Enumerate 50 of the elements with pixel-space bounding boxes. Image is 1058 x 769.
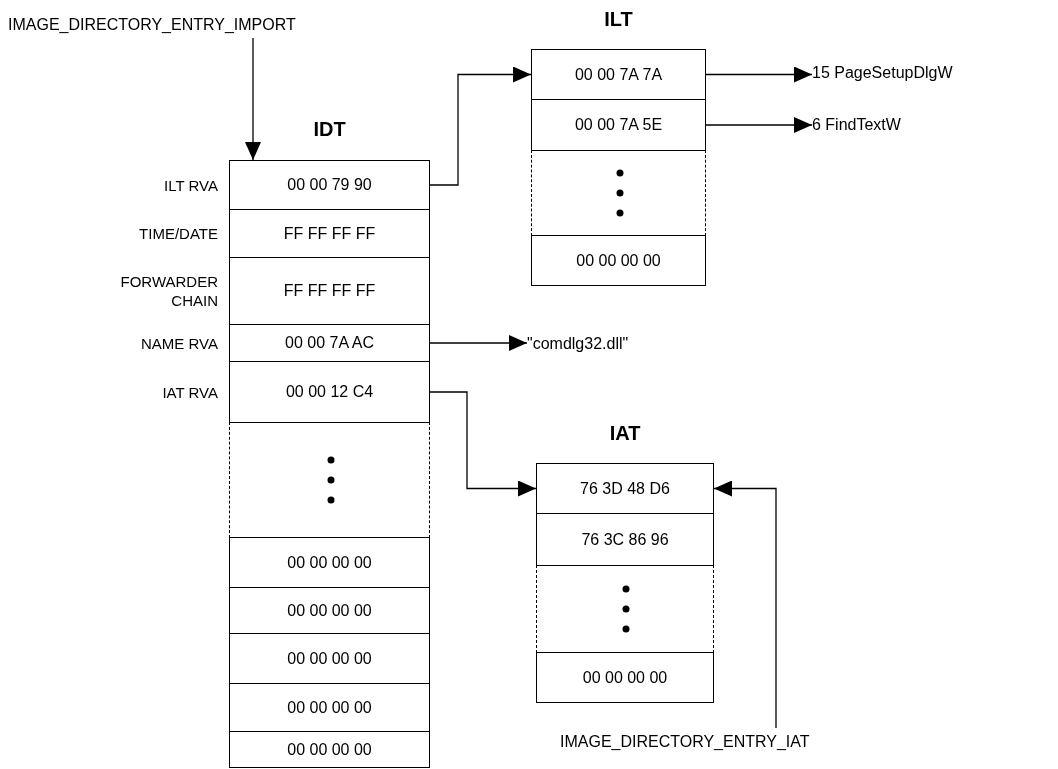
table-cell	[229, 731, 430, 768]
pointer-label: IMAGE_DIRECTORY_ENTRY_IMPORT	[8, 12, 458, 38]
row-label: ILT RVA	[163, 175, 218, 195]
table-cell	[531, 49, 706, 100]
cell-value: 00 00 7A 5E	[574, 116, 663, 134]
cell-value: 00 00 00 00	[287, 601, 372, 620]
table-cell	[536, 513, 714, 566]
table-cell	[229, 537, 430, 588]
table-cell	[229, 633, 430, 684]
cell-value: 00 00 7A AC	[285, 334, 374, 352]
cell-value: 00 00 7A 7A	[574, 65, 663, 84]
pointer-label: IMAGE_DIRECTORY_ENTRY_IAT	[560, 728, 950, 756]
arrow	[429, 391, 537, 497]
arrow	[245, 37, 261, 161]
cell-value: 00 00 00 00	[582, 668, 668, 687]
cell-value: 00 00 00 00	[287, 698, 372, 717]
table-cell	[229, 683, 430, 732]
cell-value: 00 00 79 90	[287, 176, 372, 194]
row-label: FORWARDER CHAIN	[119, 272, 218, 310]
cell-value: FF FF FF FF	[283, 282, 376, 300]
table-cell	[536, 463, 714, 514]
arrow	[705, 66, 813, 83]
omitted-entries-box	[229, 422, 430, 538]
table-heading: ILT	[603, 8, 634, 31]
arrow	[713, 480, 777, 729]
arrow	[429, 66, 532, 186]
cell-value: 76 3D 48 D6	[580, 479, 670, 498]
cell-value: 76 3C 86 96	[581, 530, 669, 549]
table-cell	[229, 587, 430, 634]
row-label: TIME/DATE	[138, 224, 218, 243]
table-cell	[536, 652, 714, 703]
cell-value: 00 00 00 00	[287, 740, 372, 759]
cell-value: 00 00 00 00	[576, 251, 661, 270]
pointer-label: 15 PageSetupDlgW	[812, 60, 1052, 86]
cell-value: 00 00 00 00	[287, 649, 372, 668]
omitted-entries-box	[536, 565, 714, 653]
arrow	[705, 117, 813, 133]
pointer-label: "comdlg32.dll"	[527, 331, 687, 357]
cell-value: 00 00 12 C4	[285, 383, 374, 401]
table-cell	[531, 99, 706, 151]
row-label: IAT RVA	[161, 382, 218, 402]
omitted-entries-box	[531, 150, 706, 236]
row-label: NAME RVA	[140, 333, 218, 353]
cell-value: FF FF FF FF	[283, 224, 376, 243]
pointer-label: 6 FindTextW	[812, 112, 992, 138]
table-cell	[531, 235, 706, 286]
table-heading: IDT	[312, 118, 347, 141]
cell-value: 00 00 00 00	[287, 553, 372, 572]
arrow	[429, 335, 528, 351]
table-heading: IAT	[608, 422, 642, 445]
